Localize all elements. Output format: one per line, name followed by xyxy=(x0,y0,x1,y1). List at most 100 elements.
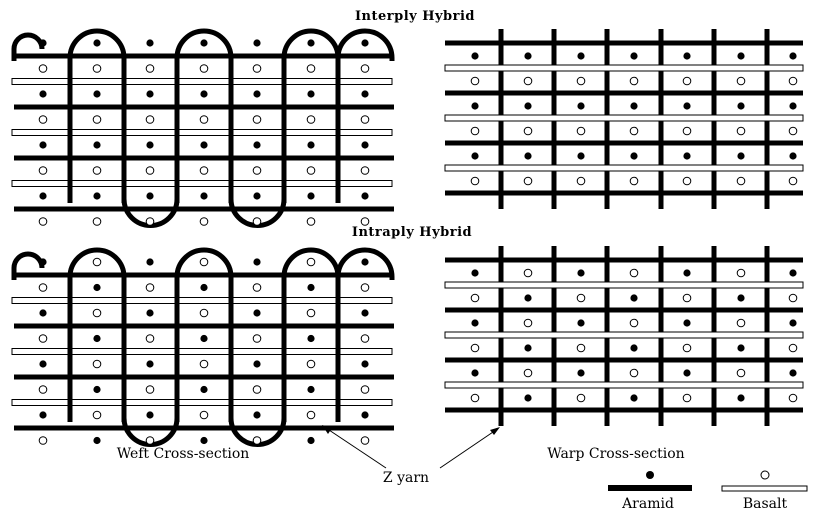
basalt-fiber-dot xyxy=(788,176,798,186)
aramid-fiber-dot xyxy=(253,360,261,368)
basalt-fiber-dot xyxy=(629,176,639,186)
basalt-fiber-dot xyxy=(523,368,533,378)
aramid-fiber-dot xyxy=(471,152,479,160)
aramid-fiber-dot xyxy=(789,152,797,160)
aramid-fiber-dot xyxy=(253,411,261,419)
aramid-fiber-dot xyxy=(146,192,154,200)
aramid-fiber-dot xyxy=(524,152,532,160)
basalt-yarn-layer xyxy=(444,64,804,72)
basalt-fiber-dot xyxy=(360,436,370,445)
basalt-fiber-dot xyxy=(576,293,586,303)
basalt-fiber-dot xyxy=(252,436,262,445)
basalt-fiber-dot xyxy=(92,308,102,318)
arrow-to-weft-z-yarn xyxy=(325,427,387,469)
aramid-fiber-dot xyxy=(789,52,797,60)
basalt-fiber-dot xyxy=(736,76,746,86)
aramid-fiber-dot xyxy=(577,52,585,60)
basalt-fiber-dot xyxy=(92,115,102,124)
aramid-fiber-dot xyxy=(307,141,315,149)
basalt-fiber-dot xyxy=(92,359,102,369)
basalt-fiber-dot xyxy=(576,393,586,403)
caption-warp-cross-section: Warp Cross-section xyxy=(547,446,684,462)
basalt-fiber-dot xyxy=(199,115,209,124)
aramid-fiber-dot xyxy=(577,319,585,327)
aramid-fiber-dot xyxy=(200,192,208,200)
aramid-fiber-dot xyxy=(789,319,797,327)
basalt-yarn-layer xyxy=(444,381,804,389)
basalt-yarn-layer xyxy=(11,348,393,355)
basalt-fiber-dot xyxy=(682,176,692,186)
basalt-fiber-dot xyxy=(788,126,798,136)
aramid-dot-icon xyxy=(646,471,654,479)
aramid-fiber-dot xyxy=(39,39,47,47)
aramid-fiber-dot xyxy=(361,39,369,47)
aramid-bar-icon xyxy=(608,485,692,491)
aramid-fiber-dot xyxy=(253,258,261,266)
basalt-fiber-dot xyxy=(145,385,155,394)
aramid-fiber-dot xyxy=(737,152,745,160)
basalt-fiber-dot xyxy=(145,283,155,292)
basalt-fiber-dot xyxy=(682,393,692,403)
basalt-fiber-dot xyxy=(523,76,533,86)
aramid-fiber-dot xyxy=(93,90,101,98)
basalt-fiber-dot xyxy=(682,293,692,303)
aramid-fiber-dot xyxy=(471,52,479,60)
basalt-fiber-dot xyxy=(38,166,48,175)
basalt-fiber-dot xyxy=(360,64,370,73)
basalt-fiber-dot xyxy=(788,293,798,303)
aramid-fiber-dot xyxy=(577,102,585,110)
aramid-fiber-dot xyxy=(737,102,745,110)
basalt-fiber-dot xyxy=(306,410,316,420)
basalt-fiber-dot xyxy=(199,308,209,318)
aramid-fiber-dot xyxy=(253,141,261,149)
basalt-yarn-layer xyxy=(11,297,393,304)
z-yarn-loop xyxy=(174,247,234,422)
basalt-fiber-dot xyxy=(145,166,155,175)
basalt-fiber-dot xyxy=(629,76,639,86)
basalt-yarn-layer xyxy=(11,78,393,85)
basalt-fiber-dot xyxy=(92,257,102,267)
basalt-fiber-dot xyxy=(788,393,798,403)
aramid-fiber-dot xyxy=(146,39,154,47)
basalt-fiber-dot xyxy=(736,368,746,378)
aramid-fiber-dot xyxy=(630,344,638,352)
basalt-fiber-dot xyxy=(252,115,262,124)
basalt-fiber-dot xyxy=(92,64,102,73)
aramid-fiber-dot xyxy=(200,385,208,394)
aramid-fiber-dot xyxy=(683,102,691,110)
aramid-fiber-dot xyxy=(253,39,261,47)
basalt-fiber-dot xyxy=(629,318,639,328)
aramid-fiber-dot xyxy=(683,369,691,377)
aramid-fiber-dot xyxy=(307,436,315,445)
aramid-fiber-dot xyxy=(630,394,638,402)
aramid-fiber-dot xyxy=(737,394,745,402)
basalt-fiber-dot xyxy=(360,385,370,394)
aramid-fiber-dot xyxy=(524,52,532,60)
basalt-fiber-dot xyxy=(199,166,209,175)
basalt-fiber-dot xyxy=(360,217,370,226)
basalt-fiber-dot xyxy=(38,334,48,343)
basalt-fiber-dot xyxy=(470,76,480,86)
basalt-dot-icon xyxy=(760,470,770,480)
aramid-fiber-dot xyxy=(630,294,638,302)
basalt-fiber-dot xyxy=(145,436,155,445)
basalt-fiber-dot xyxy=(736,318,746,328)
basalt-fiber-dot xyxy=(38,115,48,124)
aramid-fiber-dot xyxy=(200,283,208,292)
basalt-fiber-dot xyxy=(576,126,586,136)
basalt-fiber-dot xyxy=(736,126,746,136)
basalt-fiber-dot xyxy=(682,76,692,86)
basalt-yarn-layer xyxy=(11,399,393,406)
basalt-fiber-dot xyxy=(38,436,48,445)
basalt-fiber-dot xyxy=(736,176,746,186)
panels xyxy=(11,28,804,447)
basalt-fiber-dot xyxy=(252,385,262,394)
aramid-fiber-dot xyxy=(146,411,154,419)
z-yarn-end-hook xyxy=(335,247,395,280)
aramid-fiber-dot xyxy=(146,360,154,368)
basalt-fiber-dot xyxy=(92,166,102,175)
aramid-fiber-dot xyxy=(577,152,585,160)
basalt-fiber-dot xyxy=(470,393,480,403)
title-interply: Interply Hybrid xyxy=(355,9,475,24)
